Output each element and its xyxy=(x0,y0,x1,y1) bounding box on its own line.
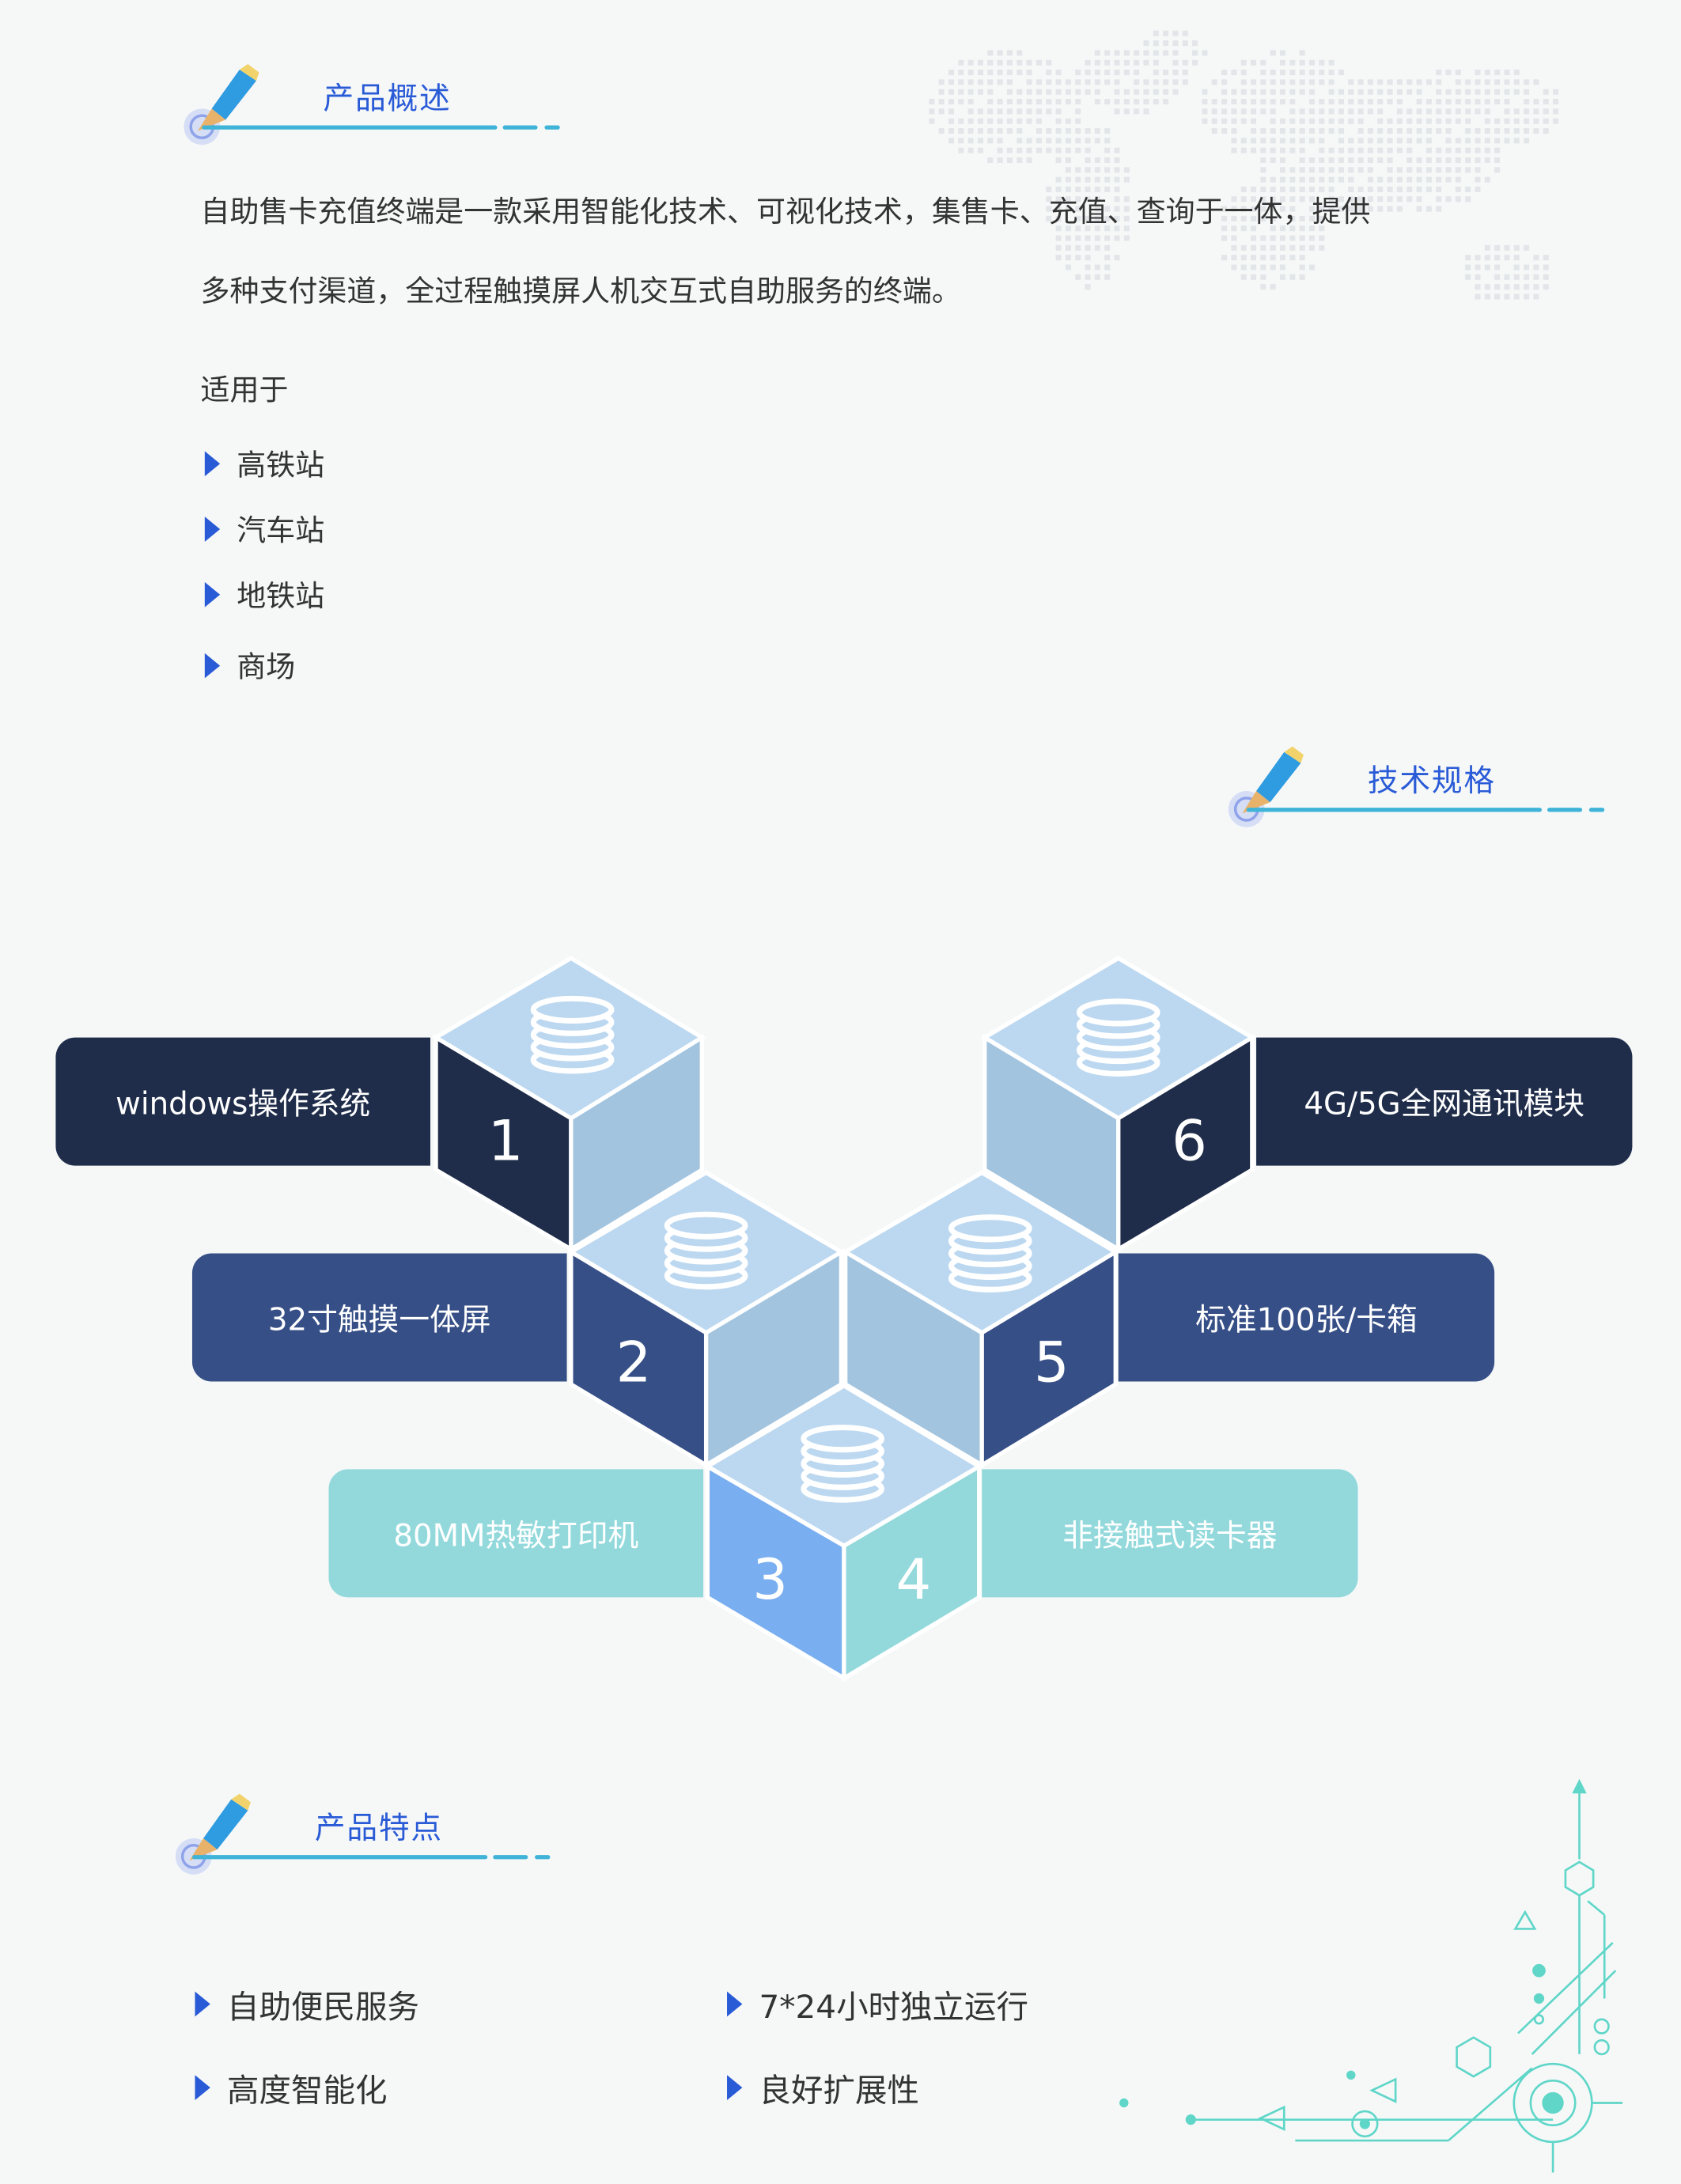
triangle-bullet-icon xyxy=(727,2075,743,2100)
section-title-overview: 产品概述 xyxy=(323,81,452,117)
feature-label: 7*24小时独立运行 xyxy=(759,1989,1029,2027)
feature-label: 高度智能化 xyxy=(226,2073,388,2110)
spec-bar-3: 80MM热敏打印机 xyxy=(328,1469,704,1598)
spec-label: 标准100张/卡箱 xyxy=(1195,1303,1418,1338)
triangle-bullet-icon xyxy=(195,1991,210,2017)
list-item: 地铁站 xyxy=(204,573,325,615)
title-underline-dash xyxy=(493,1855,528,1860)
spec-label: 4G/5G全网通讯模块 xyxy=(1304,1088,1585,1123)
list-item: 汽车站 xyxy=(204,509,325,551)
cube-number: 2 xyxy=(616,1330,652,1395)
cube-number: 6 xyxy=(1172,1109,1207,1174)
spec-label: 32寸触摸一体屏 xyxy=(267,1303,491,1338)
triangle-bullet-icon xyxy=(204,581,221,608)
list-item: 商场 xyxy=(204,645,296,687)
list-item-label: 汽车站 xyxy=(237,513,325,547)
spec-label: 80MM热敏打印机 xyxy=(393,1519,639,1554)
feature-item: 良好扩展性 xyxy=(727,2064,919,2111)
coin-stack-icon xyxy=(801,1425,884,1503)
list-item-label: 地铁站 xyxy=(237,579,325,613)
cube-number: 3 xyxy=(752,1547,788,1612)
coin-stack-icon xyxy=(948,1214,1032,1293)
title-underline-dash xyxy=(1588,808,1605,812)
spec-bar-2: 32寸触摸一体屏 xyxy=(191,1253,567,1382)
list-item-label: 商场 xyxy=(237,650,296,684)
spec-bar-4: 非接触式读卡器 xyxy=(982,1469,1358,1598)
spec-label: 非接触式读卡器 xyxy=(1062,1519,1278,1554)
title-underline-dash xyxy=(535,1855,551,1860)
title-underline-dash xyxy=(1547,808,1583,812)
triangle-bullet-icon xyxy=(727,1991,743,2017)
spec-bar-5: 标准100张/卡箱 xyxy=(1118,1253,1495,1382)
feature-item: 高度智能化 xyxy=(195,2064,387,2111)
coin-stack-icon xyxy=(1076,998,1160,1077)
triangle-bullet-icon xyxy=(204,517,221,542)
spec-label: windows操作系统 xyxy=(115,1088,371,1123)
feature-item: 自助便民服务 xyxy=(195,1981,419,2028)
cube-number: 1 xyxy=(488,1109,524,1174)
title-underline xyxy=(1246,808,1542,812)
applies-label: 适用于 xyxy=(200,373,289,407)
overview-paragraph-line: 自助售卡充值终端是一款采用智能化技术、可视化技术，集售卡、充值、查询于一体，提供 xyxy=(200,195,1371,229)
section-title-features: 产品特点 xyxy=(314,1811,443,1847)
feature-label: 良好扩展性 xyxy=(759,2073,919,2110)
triangle-bullet-icon xyxy=(195,2075,210,2100)
title-underline-dash xyxy=(544,125,560,130)
section-title-specs: 技术规格 xyxy=(1367,764,1496,800)
title-underline xyxy=(202,125,498,130)
overview-paragraph-line: 多种支付渠道，全过程触摸屏人机交互式自助服务的终端。 xyxy=(200,274,961,308)
circuit-decoration xyxy=(1119,1778,1623,2173)
spec-bar-6: 4G/5G全网通讯模块 xyxy=(1256,1037,1633,1166)
list-item: 高铁站 xyxy=(204,443,325,485)
list-item-label: 高铁站 xyxy=(237,448,325,483)
triangle-bullet-icon xyxy=(204,653,221,679)
cube-number: 4 xyxy=(896,1547,932,1612)
coin-stack-icon xyxy=(530,995,615,1074)
spec-bar-1: windows操作系统 xyxy=(55,1037,431,1166)
triangle-bullet-icon xyxy=(204,451,221,477)
title-underline-dash xyxy=(502,125,538,130)
feature-label: 自助便民服务 xyxy=(226,1989,419,2027)
world-map-dots xyxy=(929,30,1559,300)
cube-number: 5 xyxy=(1034,1330,1070,1395)
coin-stack-icon xyxy=(664,1211,748,1290)
title-underline xyxy=(191,1855,488,1860)
feature-item: 7*24小时独立运行 xyxy=(727,1981,1028,2028)
pencil-icon xyxy=(175,1793,251,1875)
